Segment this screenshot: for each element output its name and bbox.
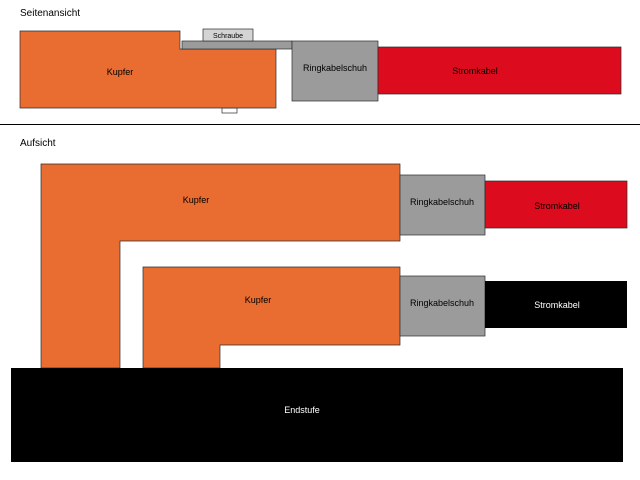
side-lug-tongue (181, 40, 293, 50)
top-lower-lug (399, 275, 486, 337)
amplifier-block (11, 368, 623, 462)
side-view: Kupfer Schraube Ringkabelschuh Stromkabe… (19, 28, 622, 114)
top-lower-copper (142, 266, 401, 369)
side-lug-barrel (291, 40, 379, 102)
top-upper-copper-label: Kupfer (183, 195, 210, 205)
top-lower-power-cable (485, 281, 627, 328)
side-view-heading: Seitenansicht (20, 8, 81, 19)
top-upper-cable-label: Stromkabel (534, 201, 580, 211)
top-upper-lug-label: Ringkabelschuh (410, 197, 474, 207)
top-view-heading: Aufsicht (20, 138, 56, 149)
top-lower-cable-label: Stromkabel (534, 300, 580, 310)
side-screw (202, 28, 254, 42)
side-screw-label: Schraube (213, 33, 243, 40)
amplifier-label: Endstufe (284, 405, 320, 415)
top-upper-lug (399, 174, 486, 236)
top-lower-lug-label: Ringkabelschuh (410, 298, 474, 308)
side-copper-label: Kupfer (107, 67, 134, 77)
side-copper-bottom-tab (221, 107, 238, 114)
top-view: Kupfer Ringkabelschuh Stromkabel Kupfer … (11, 163, 628, 462)
top-upper-power-cable (484, 180, 628, 229)
side-lug-label: Ringkabelschuh (303, 63, 367, 73)
top-lower-copper-label: Kupfer (245, 295, 272, 305)
side-power-cable (377, 46, 622, 95)
side-cable-label: Stromkabel (452, 66, 498, 76)
